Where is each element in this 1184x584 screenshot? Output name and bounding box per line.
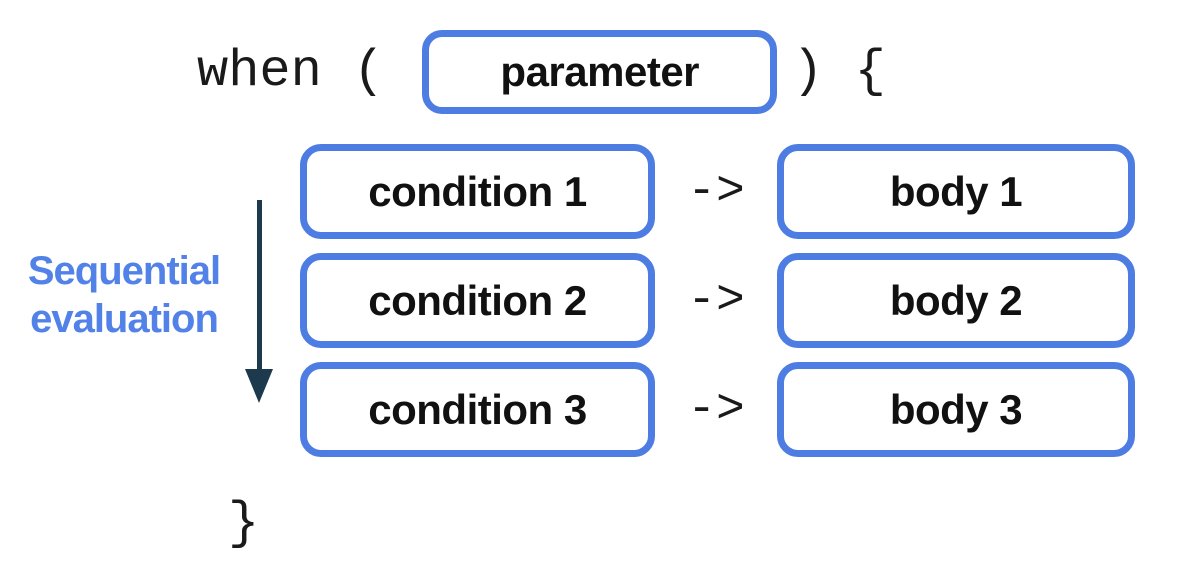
arrow-operator-3: -> [687,382,745,437]
body-1-label: body 1 [889,167,1023,215]
sequential-evaluation-line2: evaluation [30,297,219,341]
closing-brace-text: } [228,494,260,553]
when-keyword-text: when ( [197,42,385,101]
parameter-box: parameter [422,30,778,114]
condition-3-box: condition 3 [300,362,655,457]
condition-2-label: condition 2 [368,276,587,324]
arrow-operator-1: -> [687,164,745,219]
branch-row-1: condition 1 -> body 1 [300,144,1135,239]
down-arrow-head-icon [245,369,273,403]
condition-3-label: condition 3 [368,385,587,433]
body-3-label: body 3 [889,385,1023,433]
condition-1-box: condition 1 [300,144,655,239]
sequential-evaluation-line1: Sequential [27,249,221,293]
down-arrow-shaft [257,200,262,372]
body-3-box: body 3 [777,362,1135,457]
branch-row-2: condition 2 -> body 2 [300,253,1135,348]
condition-1-label: condition 1 [368,167,587,215]
condition-2-box: condition 2 [300,253,655,348]
body-1-box: body 1 [777,144,1135,239]
body-2-box: body 2 [777,253,1135,348]
when-header-line: when ( parameter ) { [197,28,886,116]
body-2-label: body 2 [889,276,1023,324]
branch-rows: condition 1 -> body 1 condition 2 -> bod… [300,144,1135,457]
sequential-evaluation-label: Sequential evaluation [6,247,242,343]
close-paren-open-brace-text: ) { [792,42,886,101]
arrow-operator-2: -> [687,273,745,328]
parameter-label: parameter [500,48,700,95]
branch-row-3: condition 3 -> body 3 [300,362,1135,457]
